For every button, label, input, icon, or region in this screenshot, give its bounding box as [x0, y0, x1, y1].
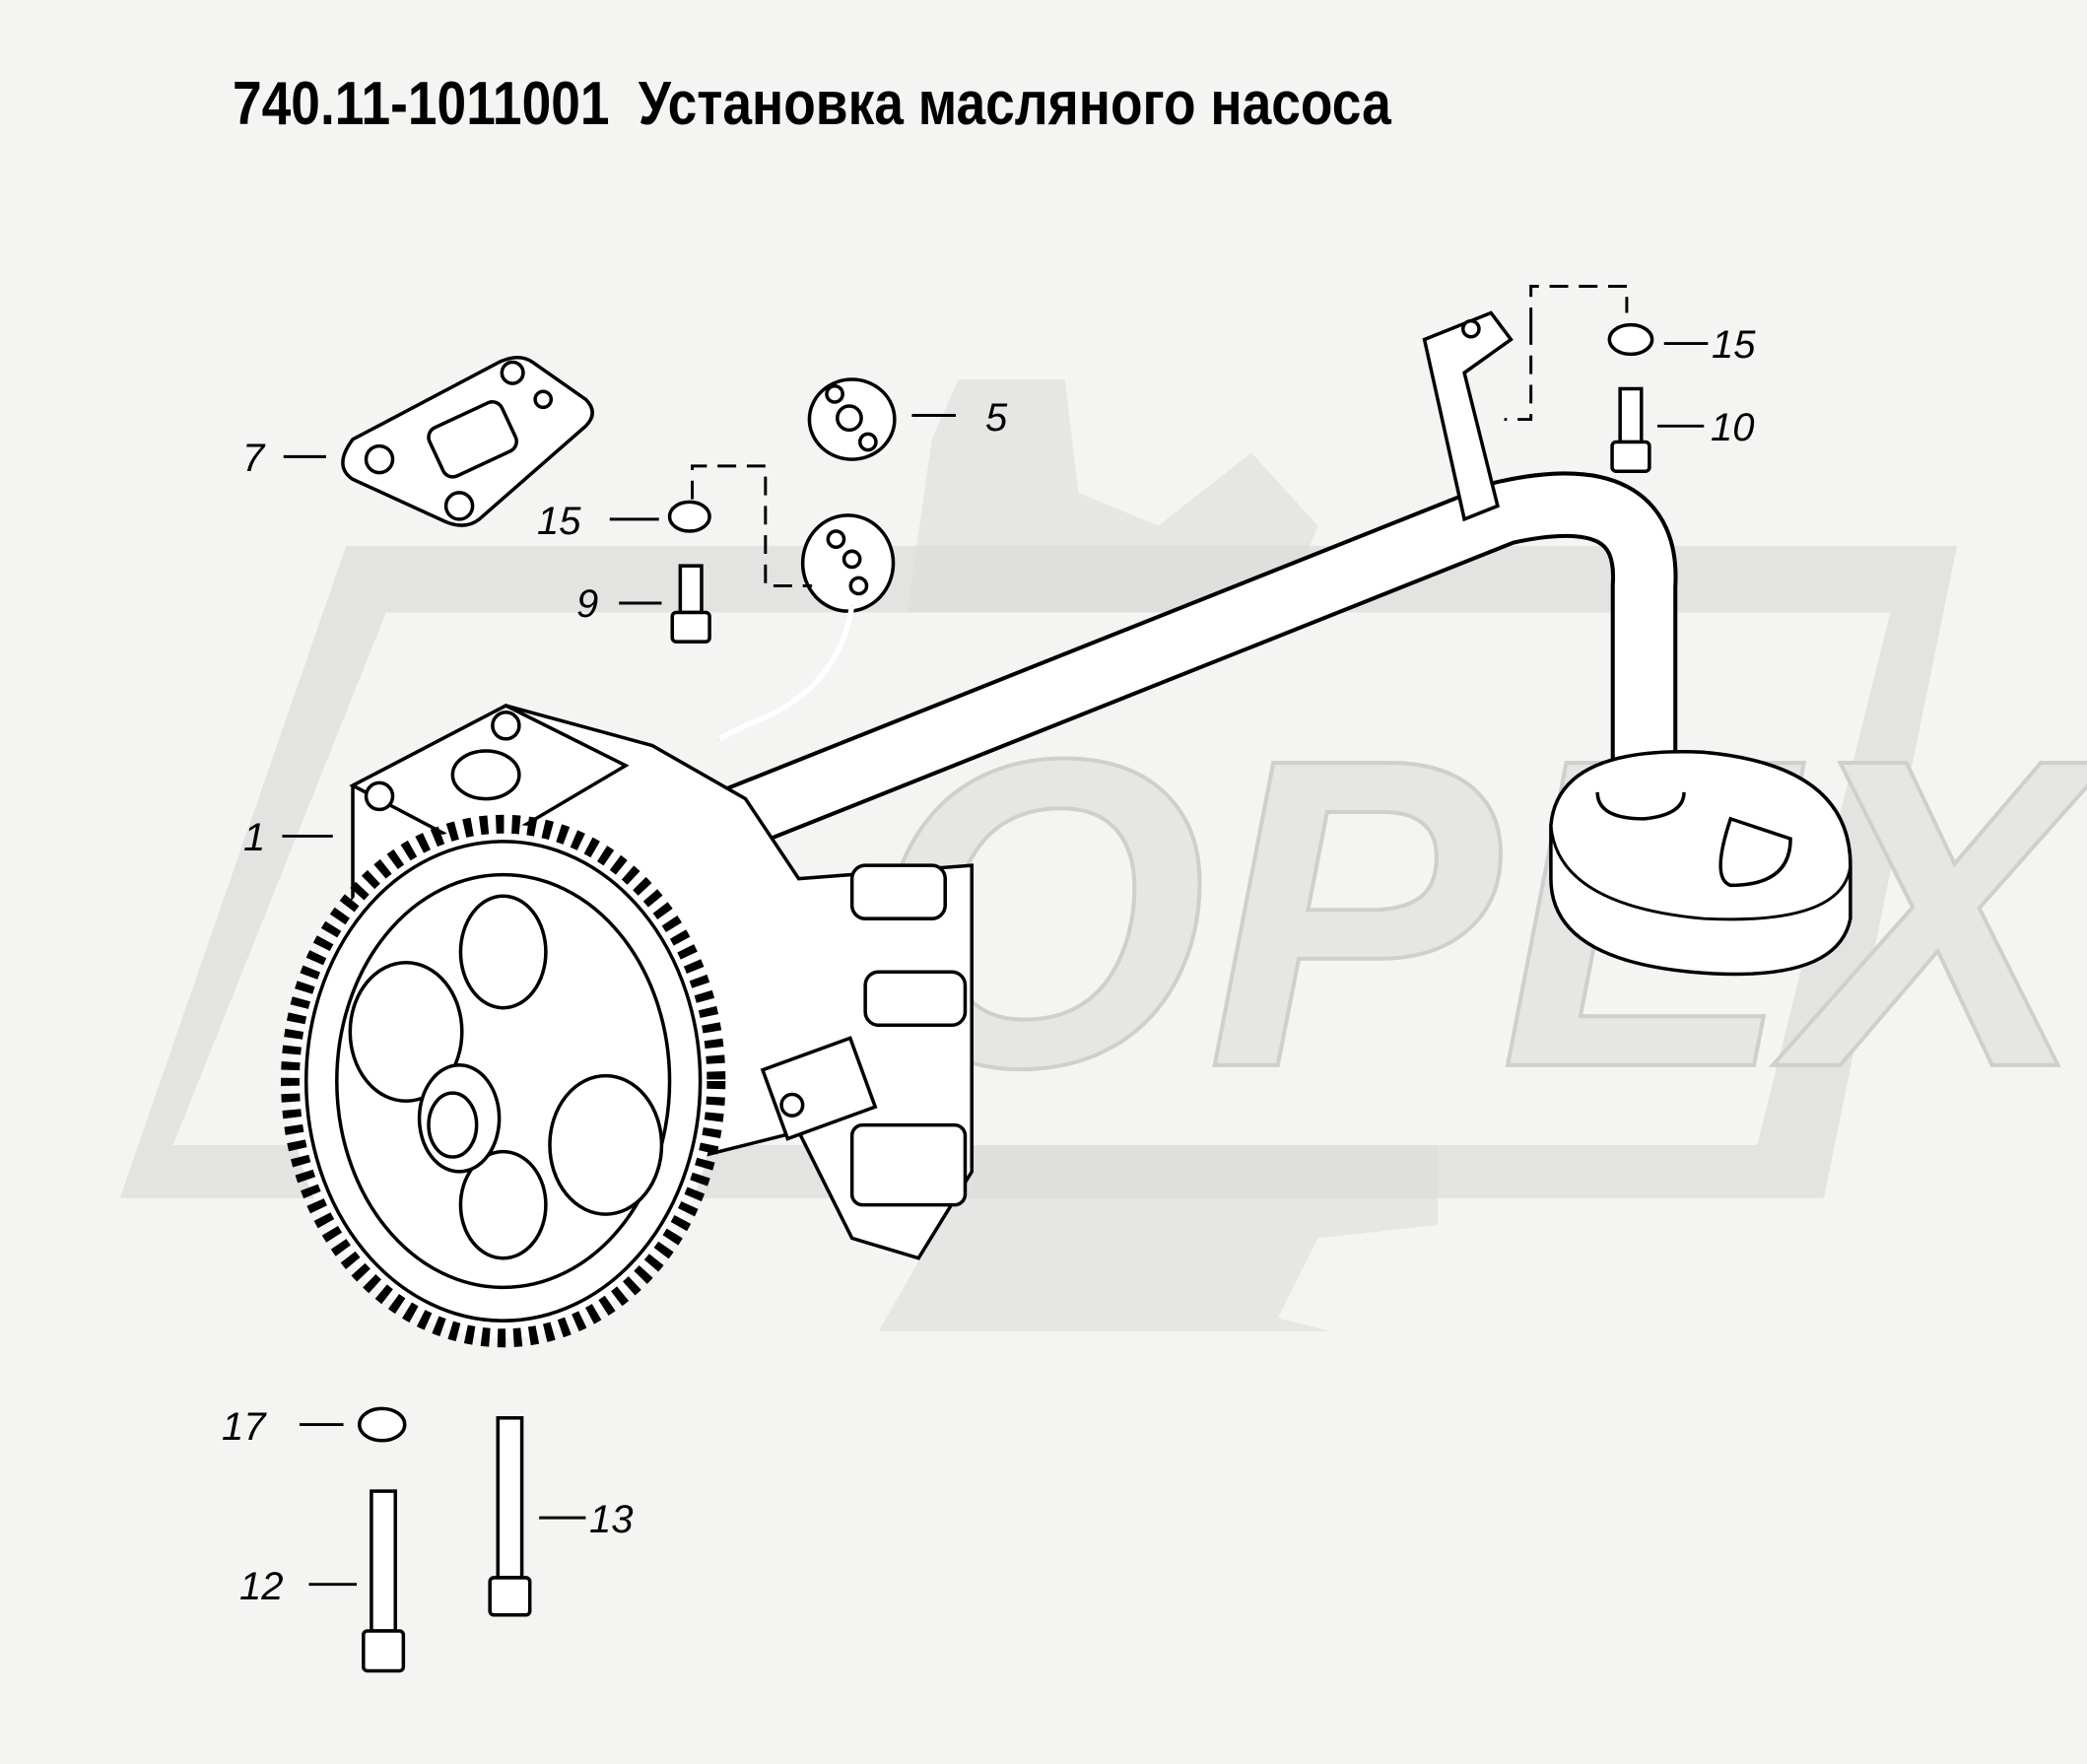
bolt-10 — [1610, 386, 1651, 474]
callout-7: 7 — [242, 437, 266, 480]
bolt-13 — [488, 1416, 532, 1617]
callout-10: 10 — [1711, 406, 1755, 449]
callout-15-left: 15 — [537, 500, 581, 543]
part-code: 740.11-1011001 — [233, 70, 610, 138]
gasket-5 — [807, 377, 897, 461]
watermark-text: OPEX — [865, 668, 2087, 1159]
page-title: 740.11-1011001 Установка масляного насоса — [233, 69, 1420, 139]
washer-15b — [1607, 322, 1654, 357]
callout-leaders — [282, 342, 1709, 1587]
assembly-name: Установка масляного насоса — [638, 70, 1391, 138]
callout-9: 9 — [576, 582, 598, 626]
washer-15a — [667, 500, 711, 533]
callout-13: 13 — [589, 1498, 634, 1541]
callout-5: 5 — [985, 396, 1008, 440]
suction-pipe — [707, 310, 1852, 977]
bolt-9 — [670, 564, 711, 644]
drive-gear — [281, 814, 726, 1348]
callout-15-right: 15 — [1712, 323, 1756, 367]
bolt-12 — [362, 1489, 406, 1673]
pressure-tube — [717, 513, 896, 742]
callout-17: 17 — [222, 1405, 267, 1449]
gasket-7 — [341, 355, 594, 527]
callout-1: 1 — [243, 816, 265, 859]
callout-12: 12 — [239, 1565, 284, 1608]
washer-17 — [358, 1406, 407, 1443]
